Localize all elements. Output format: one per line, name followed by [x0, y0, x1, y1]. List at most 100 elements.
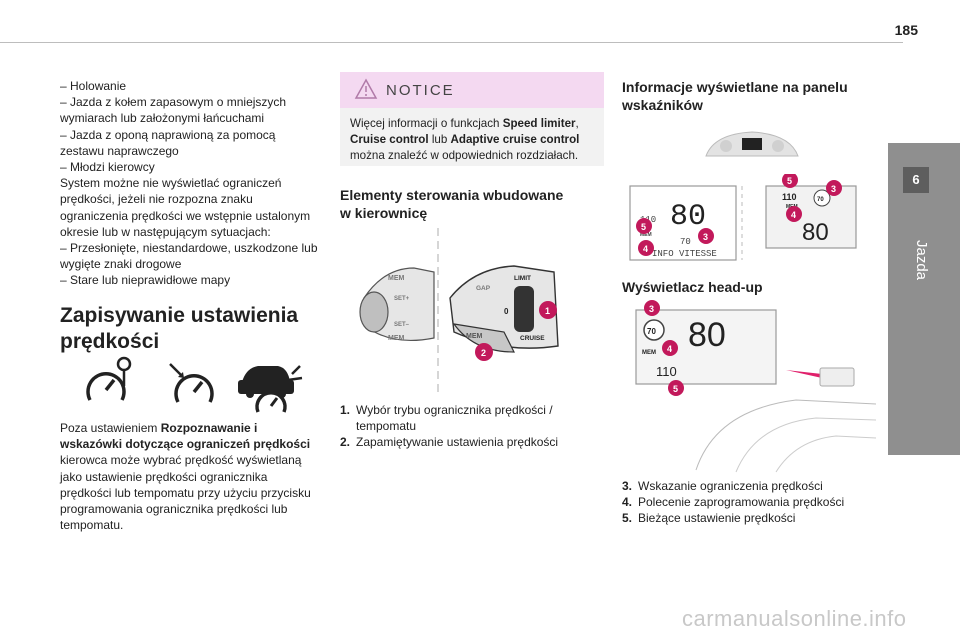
controls-list: 1.Wybór trybu ogranicznika prędkości / t…: [340, 402, 608, 450]
text-line: wymiarach lub założonymi łańcuchami: [60, 111, 265, 126]
chapter-label: Jazda: [913, 240, 930, 281]
svg-text:5: 5: [673, 384, 678, 394]
cluster-thumbnail: [705, 131, 799, 157]
notice-header: NOTICE: [340, 72, 604, 108]
stalk-label-cruise: CRUISE: [520, 335, 545, 342]
svg-text:4: 4: [643, 244, 648, 254]
stalk-label-set-minus: SET–: [394, 322, 410, 328]
chapter-tab[interactable]: [888, 143, 960, 455]
chapter-number: 6: [903, 167, 929, 193]
display-list: 3.Wskazanie ograniczenia prędkości 4.Pol…: [622, 478, 880, 526]
text-line: – Jazda z oponą naprawioną za pomocą: [60, 127, 276, 142]
callout-4b: [786, 206, 802, 222]
steering-stalk-illustration: MEM SET+ SET– MEM GAP LIMIT 0 CRUISE MEM…: [359, 228, 559, 394]
head-up-section: Wyświetlacz head-up: [622, 278, 880, 296]
display-limit: 70: [680, 237, 691, 247]
text-line: zestawu naprawczego: [60, 143, 179, 158]
projection-beam: [786, 370, 822, 378]
callout-2: [475, 343, 493, 361]
head-up-display-illustration: 70 80 MEM 110 3 4 5: [635, 300, 877, 473]
speed-limiter-icons: [86, 356, 303, 413]
text-line: okresie lub w następującym sytuacjach:: [60, 224, 271, 239]
adaptive-cruise-icon: [238, 365, 303, 413]
sub-title: Informacje wyświetlane na panelu wskaźni…: [622, 79, 848, 113]
stalk-label-set-plus: SET+: [394, 296, 410, 302]
list-lines: – Holowanie – Jazda z kołem zapasowym o …: [60, 78, 328, 289]
stalk-label-limit: LIMIT: [514, 275, 531, 282]
section-title: Zapisywanie ustawienia prędkości: [60, 303, 328, 355]
hud-set-speed: 110: [656, 364, 677, 379]
intro-paragraph: Poza ustawieniem Rozpoznawanie i wskazów…: [60, 420, 328, 533]
footer-watermark[interactable]: carmanualsonline.info: [682, 606, 907, 631]
svg-text:3: 3: [831, 184, 836, 194]
callout-3b: [826, 180, 842, 196]
display-mem: MEM: [640, 232, 652, 238]
callout-4-hud: [662, 340, 678, 356]
svg-text:4: 4: [667, 344, 672, 354]
display-limit-2: 70: [817, 197, 824, 203]
notice-box: NOTICE Więcej informacji o funkcjach Spe…: [340, 72, 604, 166]
list-item: 3.Wskazanie ograniczenia prędkości: [622, 479, 823, 493]
text-line: – Młodzi kierowcy: [60, 160, 155, 175]
notice-text: Więcej informacji o funkcjach Speed limi…: [350, 117, 580, 162]
svg-text:1: 1: [545, 306, 550, 316]
callout-1: [539, 301, 557, 319]
para-line: programowania ogranicznika prędkości lub: [60, 502, 288, 517]
warning-icon: [354, 78, 378, 99]
section-title-line: prędkości: [60, 329, 160, 353]
section-title-line: Zapisywanie ustawienia: [60, 303, 299, 327]
callout-4: [638, 240, 654, 256]
display-speed-big: 80: [670, 200, 706, 234]
text-line: – Holowanie: [60, 79, 127, 93]
notice-title: NOTICE: [386, 82, 455, 99]
display-speed-big-2: 80: [802, 219, 829, 246]
hud-speed-big: 80: [688, 316, 726, 354]
hud-limit: 70: [647, 327, 656, 336]
speedometer-limit-icon: [86, 356, 132, 401]
display-info: INFO VITESSE: [652, 249, 717, 259]
stalk-label-mem-right: MEM: [466, 333, 483, 340]
display-set-speed-2: 110: [782, 192, 797, 202]
para-line: prędkości lub tempomatu przy użyciu przy…: [60, 485, 311, 500]
callout-3: [698, 228, 714, 244]
stalk-label-gap: GAP: [476, 285, 491, 292]
para-line: tempomatu.: [60, 518, 124, 533]
cluster-displays: 80 110 MEM 70 INFO VITESSE 110 MEM 70 80…: [629, 174, 857, 261]
list-item-cont: tempomatu: [356, 419, 417, 433]
header-rule: [0, 42, 903, 43]
svg-text:3: 3: [649, 304, 654, 314]
svg-text:4: 4: [791, 210, 796, 220]
mode-selector-wheel: [514, 286, 534, 332]
speedometer-cruise-icon: [169, 363, 214, 403]
svg-text:5: 5: [787, 176, 792, 186]
svg-text:2: 2: [481, 348, 486, 358]
steering-controls-section: Elementy sterowania wbudowane w kierowni…: [340, 186, 608, 222]
callout-5b: [782, 174, 798, 188]
para-line: jako ustawienie prędkości ogranicznika: [60, 469, 268, 484]
para-line: wskazówki dotyczące ograniczeń prędkości: [60, 437, 311, 452]
callout-5-hud: [668, 380, 684, 396]
stalk-label-mem: MEM: [388, 275, 405, 282]
text-line: ograniczenia prędkości we wstępnie ustal…: [60, 208, 311, 223]
para-line: kierowca może wybrać prędkość wyświetlan…: [60, 453, 302, 468]
text-line: – Przesłonięte, niestandardowe, uszkodzo…: [60, 241, 318, 256]
sub-title: Wyświetlacz head-up: [622, 279, 763, 295]
text-line: prędkości, jeżeli nie rozpozna znaku: [60, 192, 253, 207]
page-number: 185: [894, 22, 918, 38]
hud-mem: MEM: [642, 350, 656, 356]
list-item: 1.Wybór trybu ogranicznika prędkości /: [340, 403, 553, 417]
list-item: 2.Zapamiętywanie ustawienia prędkości: [340, 435, 559, 449]
stalk-label-zero: 0: [504, 307, 509, 316]
text-line: – Jazda z kołem zapasowym o mniejszych: [60, 95, 287, 110]
sub-title: Elementy sterowania wbudowane w kierowni…: [340, 187, 564, 221]
instrument-panel-section: Informacje wyświetlane na panelu wskaźni…: [622, 78, 880, 114]
stalk-label-mem-lower: MEM: [388, 335, 405, 342]
callout-3-hud: [644, 300, 660, 316]
column-left: – Holowanie – Jazda z kołem zapasowym o …: [60, 78, 328, 363]
text-line: – Stare lub nieprawidłowe mapy: [60, 273, 231, 288]
svg-text:5: 5: [641, 222, 646, 232]
text-line: wygięte znaki drogowe: [60, 257, 182, 272]
list-item: 4.Polecenie zaprogramowania prędkości: [622, 495, 845, 509]
list-item: 5.Bieżące ustawienie prędkości: [622, 511, 796, 525]
callout-5: [636, 218, 652, 234]
